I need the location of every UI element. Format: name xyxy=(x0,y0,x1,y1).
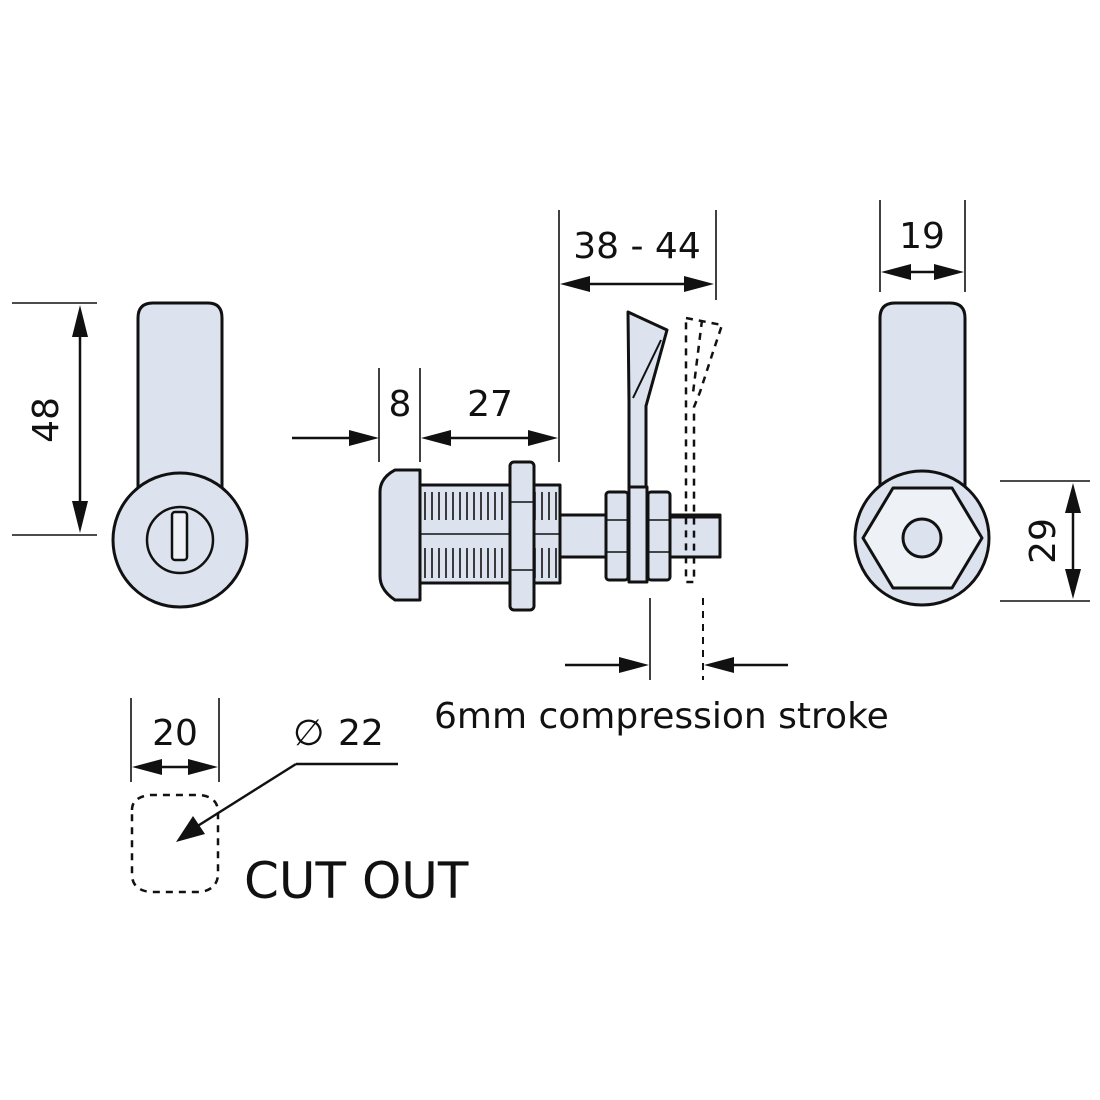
arrow-icon xyxy=(528,430,558,446)
arrow-icon xyxy=(188,759,218,775)
side-view xyxy=(378,310,724,612)
rear-view xyxy=(853,301,991,607)
arrow-icon xyxy=(1065,569,1081,599)
cutout-outline xyxy=(130,793,220,894)
arrow-icon xyxy=(560,276,590,292)
compression-stroke-label: 6mm compression stroke xyxy=(434,696,889,737)
side-mounting-nut xyxy=(508,460,536,612)
cam-range-dimension-label: 38 - 44 xyxy=(573,226,701,267)
side-cam-alternate-position xyxy=(684,316,724,584)
arrow-icon xyxy=(619,657,649,673)
side-cam-nut-left xyxy=(604,490,630,582)
front-plug-ring xyxy=(145,505,215,575)
nut-height-dimension: 29 xyxy=(1000,480,1090,602)
arrow-icon xyxy=(684,276,714,292)
rear-width-dimension-label: 19 xyxy=(899,216,945,257)
cutout-section: 20 ∅ 22 CUT OUT xyxy=(130,698,469,910)
arrow-icon xyxy=(704,657,734,673)
flange-dimension-label: 8 xyxy=(389,384,412,425)
cam-range-dimension: 38 - 44 xyxy=(560,210,717,300)
cutout-diameter-label: 22 xyxy=(338,713,384,754)
side-cam-plate xyxy=(627,485,649,584)
rear-width-dimension: 19 xyxy=(879,200,966,292)
front-keyway xyxy=(170,510,189,562)
nut-height-dimension-label: 29 xyxy=(1023,518,1064,564)
cutout-width-label: 20 xyxy=(152,713,198,754)
arrow-icon xyxy=(934,264,964,280)
arrow-icon xyxy=(72,305,88,337)
arrow-icon xyxy=(421,430,451,446)
arrow-icon xyxy=(72,501,88,533)
side-cam-lever xyxy=(626,310,669,494)
arrow-icon xyxy=(349,430,379,446)
height-dimension: 48 xyxy=(12,302,97,536)
front-view xyxy=(111,301,249,609)
side-cam-nut-right xyxy=(646,490,672,582)
cut-out-label: CUT OUT xyxy=(244,852,469,910)
flange-dimension: 8 xyxy=(292,368,421,462)
arrow-icon xyxy=(176,816,205,842)
body-length-dimension-label: 27 xyxy=(467,384,513,425)
arrow-icon xyxy=(881,264,911,280)
compression-stroke-dimension: 6mm compression stroke xyxy=(434,598,889,737)
height-dimension-label: 48 xyxy=(26,397,67,443)
body-length-dimension: 27 xyxy=(421,210,560,462)
diameter-symbol: ∅ xyxy=(293,713,324,754)
rear-shaft-end xyxy=(901,517,943,559)
arrow-icon xyxy=(132,759,162,775)
side-flange-head xyxy=(378,468,422,602)
arrow-icon xyxy=(1065,483,1081,513)
